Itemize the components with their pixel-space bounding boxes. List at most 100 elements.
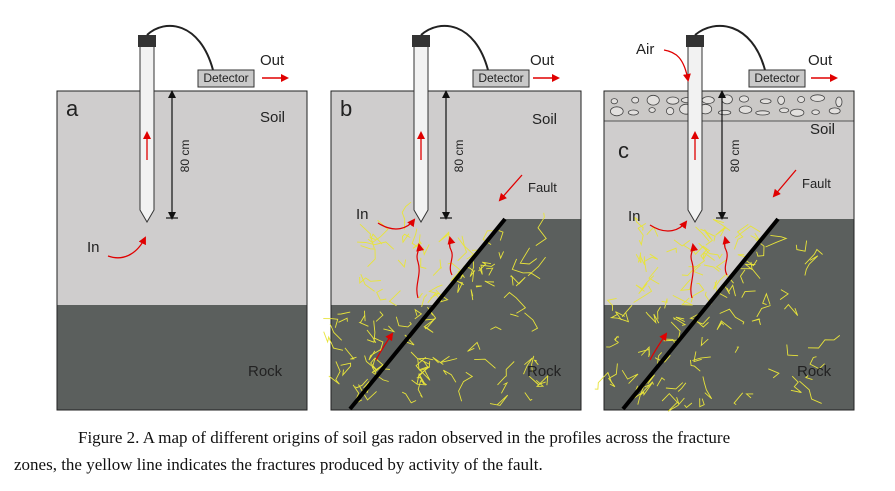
fracture-line	[716, 320, 732, 331]
fracture-line	[746, 259, 758, 267]
fracture-line	[470, 289, 474, 301]
in-arrow	[107, 236, 146, 259]
fracture-line	[411, 372, 427, 386]
rock-label: Rock	[797, 363, 832, 380]
fracture-line	[755, 238, 765, 257]
fracture-line	[498, 251, 505, 260]
fracture-line	[432, 259, 442, 276]
fracture-line	[700, 336, 709, 347]
fracture-line	[376, 288, 387, 301]
fracture-line	[614, 336, 619, 343]
fracture-line	[511, 258, 541, 280]
fracture-line	[637, 254, 646, 266]
fracture-line	[418, 360, 429, 376]
rock-layer-right	[622, 219, 854, 410]
fracture-line	[703, 250, 715, 261]
panel-letter: a	[66, 96, 79, 121]
fracture-line	[478, 263, 496, 275]
fracture-line	[359, 223, 376, 241]
fracture-line	[420, 257, 427, 269]
detector-cable	[146, 24, 214, 71]
gravel-stone	[646, 94, 660, 106]
radon-path-arrow	[375, 332, 394, 361]
in-label: In	[356, 206, 369, 223]
fracture-line	[804, 255, 819, 276]
fracture-line	[699, 398, 705, 408]
fracture-line	[698, 242, 723, 260]
fracture-line	[737, 254, 748, 259]
fracture-line	[673, 239, 691, 247]
soil-layer	[57, 91, 307, 305]
gravel-stone	[797, 96, 805, 103]
fracture-line	[768, 368, 780, 379]
gravel-stone	[739, 95, 750, 103]
radon-path-arrow	[690, 243, 699, 299]
gravel-stone	[665, 107, 675, 116]
panel-b: Detector Out b Soil Rock Fault 80 cm In	[323, 24, 582, 411]
fracture-line	[633, 285, 653, 303]
air-arrow	[663, 49, 691, 82]
detector-label: Detector	[754, 71, 799, 85]
fracture-line	[645, 311, 660, 324]
fracture-line	[323, 331, 344, 351]
fault-label: Fault	[802, 176, 831, 191]
fracture-line	[443, 369, 457, 383]
fracture-line	[490, 326, 502, 331]
fracture-line	[756, 305, 771, 318]
fracture-line	[323, 318, 339, 328]
fracture-line	[723, 283, 731, 295]
fracture-line	[360, 245, 376, 268]
fracture-line	[388, 290, 401, 307]
gravel-stone	[627, 109, 639, 116]
fracture-line	[427, 292, 439, 304]
soil-label: Soil	[810, 121, 835, 138]
detector-box	[197, 69, 255, 88]
fracture-line	[690, 282, 705, 303]
fracture-line	[355, 378, 369, 389]
fracture-line	[786, 344, 799, 357]
fracture-line	[467, 341, 481, 352]
fracture-line	[484, 280, 495, 287]
panel-a: Detector Out a Soil Rock 80 cm In	[56, 24, 308, 411]
detector-box	[472, 69, 530, 88]
fracture-line	[684, 402, 693, 409]
fracture-line	[418, 292, 423, 299]
caption-line-1: Figure 2. A map of different origins of …	[78, 428, 731, 447]
gravel-stone	[701, 96, 715, 104]
probe-cap	[412, 35, 430, 47]
fracture-line	[395, 316, 412, 328]
fracture-line	[609, 312, 630, 323]
fracture-line	[531, 355, 535, 373]
fracture-line	[779, 289, 789, 300]
fracture-line	[397, 259, 407, 269]
fracture-line	[366, 329, 377, 344]
fracture-line	[524, 312, 539, 332]
fracture-line	[750, 232, 761, 242]
fracture-line	[675, 316, 685, 323]
panel-c: Detector Out Air c Soil Rock Fault 80 cm…	[594, 24, 855, 412]
fracture-line	[608, 363, 618, 388]
fracture-line	[692, 356, 711, 361]
fracture-line	[498, 230, 504, 241]
fracture-line	[667, 397, 685, 412]
fracture-line	[358, 384, 377, 401]
detector-label: Detector	[203, 71, 248, 85]
fracture-line	[621, 369, 639, 384]
fracture-line	[715, 259, 728, 270]
fracture-line	[329, 323, 343, 341]
fracture-line	[606, 297, 617, 311]
fracture-line	[672, 294, 693, 306]
rock-label: Rock	[248, 363, 283, 380]
fault-line	[621, 217, 780, 411]
fracture-line	[457, 235, 468, 262]
fracture-line	[358, 314, 369, 327]
fracture-line	[478, 261, 492, 272]
probe-cap	[686, 35, 704, 47]
fracture-line	[423, 318, 437, 333]
rock-label: Rock	[527, 363, 562, 380]
fault-line	[348, 217, 507, 411]
gravel-stone	[631, 96, 640, 104]
gravel-stone	[648, 107, 656, 113]
soil-label: Soil	[532, 111, 557, 128]
fracture-line	[648, 266, 660, 285]
